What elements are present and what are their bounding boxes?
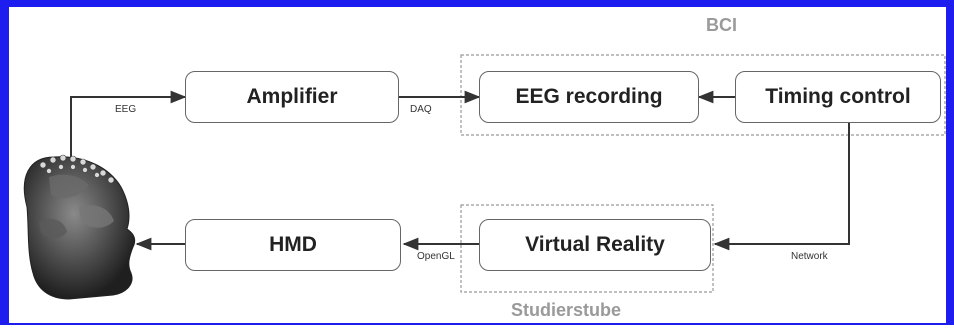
edge-label-opengl: OpenGL — [417, 251, 455, 262]
group-label-bci: BCI — [706, 15, 737, 35]
edge-label-eeg: EEG — [115, 104, 137, 115]
edge-label-network: Network — [791, 251, 828, 262]
edge-network — [713, 119, 850, 251]
group-label-studierstube: Studierstube — [511, 300, 622, 320]
head-model-image — [23, 154, 136, 300]
hmd-node: HMD — [185, 219, 401, 271]
edge-label-daq: DAQ — [410, 104, 432, 115]
timing-control-node: Timing control — [735, 71, 941, 123]
connector-layer — [23, 54, 946, 300]
eeg-recording-node: EEG recording — [479, 71, 699, 123]
virtual-reality-node: Virtual Reality — [479, 219, 711, 271]
bci-group-outline — [460, 54, 946, 136]
studierstube-group-outline — [460, 204, 714, 293]
edge-eeg — [70, 90, 187, 175]
diagram-frame: BCI Studierstube Amplifier EEG recording… — [0, 0, 954, 325]
amplifier-node: Amplifier — [185, 71, 399, 123]
